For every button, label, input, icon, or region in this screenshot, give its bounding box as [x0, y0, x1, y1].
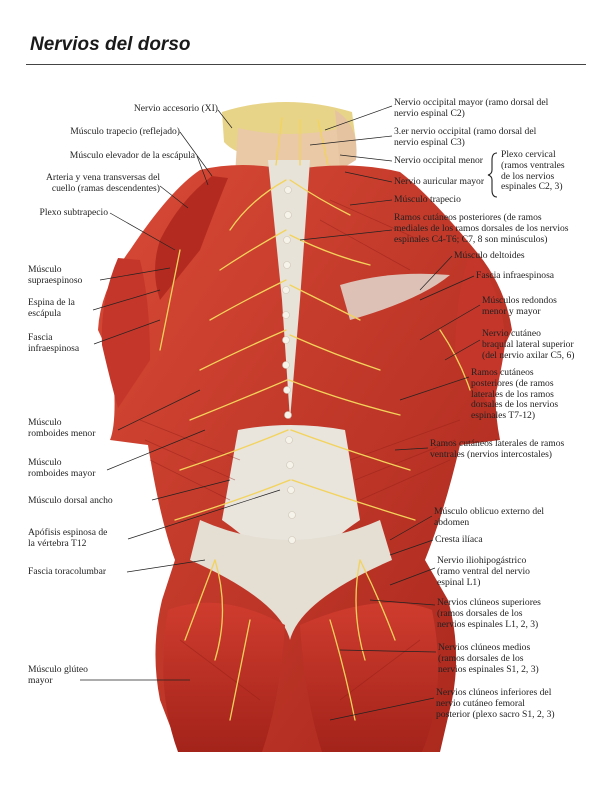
label-nervio-accesorio: Nervio accesorio (XI) — [133, 103, 218, 114]
nerves — [159, 117, 471, 721]
spinous-processes — [282, 186, 296, 544]
label-deltoides: Músculo deltoides — [454, 250, 525, 261]
label-fascia-toracolumbar: Fascia toracolumbar — [28, 566, 107, 577]
label-iliohipogastrico: Nervio iliohipogástrico(ramo ventral del… — [437, 555, 530, 588]
label-elevador-escapula: Músculo elevador de la escápula — [69, 150, 195, 161]
label-musculo-trapecio-reflejado: Músculo trapecio (reflejado) — [70, 126, 180, 137]
gluteus-maximus — [163, 602, 439, 752]
label-musculo-trapecio: Músculo trapecio — [394, 194, 461, 205]
label-dorsal-ancho: Músculo dorsal ancho — [28, 495, 113, 506]
page-title: Nervios del dorso — [30, 34, 191, 55]
leader-lines — [80, 105, 481, 721]
label-cresta-iliaca: Cresta ilíaca — [435, 534, 483, 545]
label-occipital-menor: Nervio occipital menor — [394, 155, 483, 166]
muscle-striations — [139, 199, 461, 701]
label-clunios-medios: Nervios clúneos medios(ramos dorsales de… — [438, 642, 539, 675]
label-clunios-superiores: Nervios clúneos superiores(ramos dorsale… — [437, 597, 541, 630]
plexus-brace — [487, 152, 498, 198]
label-plexo-subtrapecio: Plexo subtrapecio — [39, 207, 108, 218]
label-fascia-infraespinosa-right: Fascia infraespinosa — [476, 270, 555, 281]
label-auricular-mayor: Nervio auricular mayor — [394, 176, 485, 187]
title-rule — [26, 64, 586, 65]
